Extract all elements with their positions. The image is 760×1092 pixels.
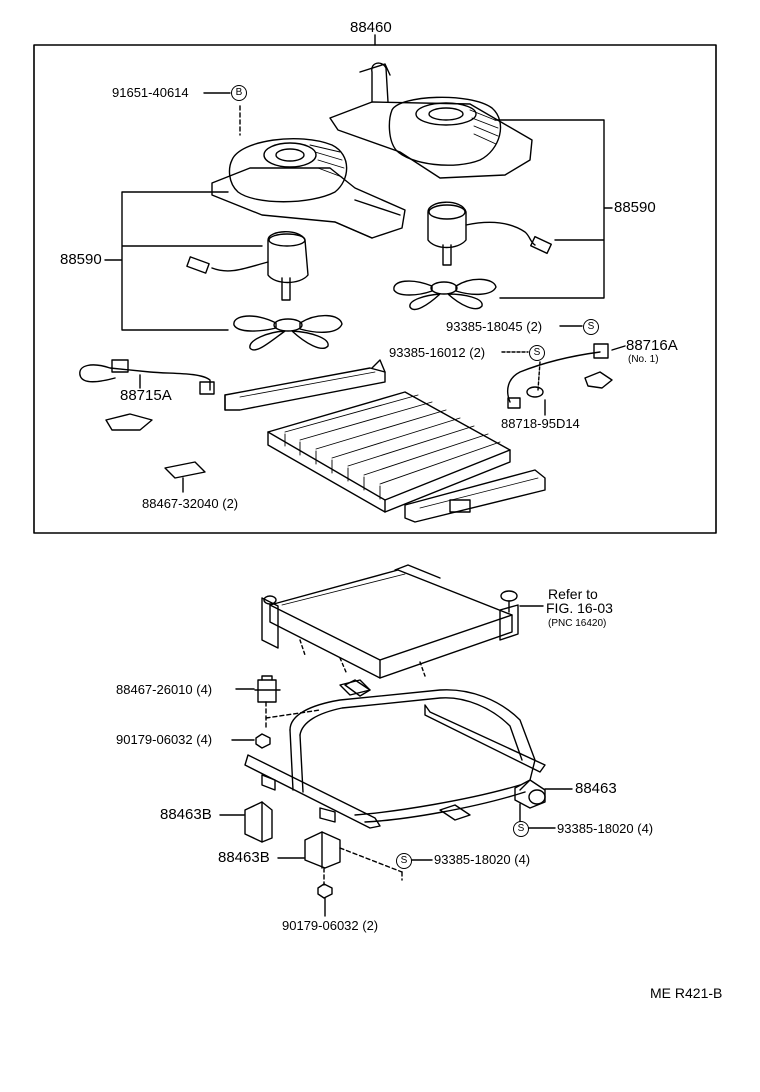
right-blower-housing <box>329 62 533 179</box>
fan-left-label: 88590 <box>60 251 102 268</box>
screw-18045-label: 93385-18045 (2) <box>446 319 543 334</box>
upper-rail <box>224 359 386 411</box>
left-motor <box>186 231 309 301</box>
nut-06032-4-label: 90179-06032 (4) <box>116 732 213 747</box>
nut-06032-2 <box>317 883 333 917</box>
bracket-b2-label: 88463B <box>218 849 270 866</box>
assembly-box <box>33 44 717 534</box>
screw-18020-a-label: 93385-18020 (4) <box>557 821 654 836</box>
badge-s-icon: S <box>513 821 529 837</box>
sensor-no-label: (No. 1) <box>628 354 659 365</box>
sensor-label: 88716A <box>626 337 678 354</box>
pad-32040 <box>164 461 206 493</box>
badge-b-icon: B <box>231 85 247 101</box>
harness-label: 88715A <box>120 387 172 404</box>
nut-06032-2-label: 90179-06032 (2) <box>282 918 379 933</box>
pnc-ref-label: (PNC 16420) <box>548 618 607 629</box>
badge-s-icon: S <box>583 319 599 335</box>
right-sensor <box>507 343 613 409</box>
fan-left-bracket <box>104 191 263 331</box>
left-fan <box>233 314 343 351</box>
right-fan <box>393 278 497 311</box>
evaporator-core <box>267 391 511 513</box>
bracket-b1-label: 88463B <box>160 806 212 823</box>
screw-18020-b-label: 93385-18020 (4) <box>434 852 531 867</box>
bracket-88463-label: 88463 <box>575 780 617 797</box>
bracket-b2 <box>277 831 403 886</box>
bracket-frame <box>244 679 573 829</box>
bracket-b1 <box>219 801 273 843</box>
left-blower-housing <box>211 138 406 239</box>
lower-rail <box>404 469 546 523</box>
pad-32040-label: 88467-32040 (2) <box>142 496 239 511</box>
screw-16012-label: 93385-16012 (2) <box>389 345 486 360</box>
right-motor <box>427 201 552 266</box>
badge-s-icon: S <box>529 345 545 361</box>
fig-ref-label: FIG. 16-03 <box>546 600 613 616</box>
assembly-label: 88460 <box>350 19 392 36</box>
badge-s-icon: S <box>396 853 412 869</box>
fan-right-label: 88590 <box>614 199 656 216</box>
mount-26010 <box>235 675 321 731</box>
nut-06032-4 <box>231 733 271 749</box>
mount-26010-label: 88467-26010 (4) <box>116 682 213 697</box>
clamp-label: 88718-95D14 <box>501 416 580 431</box>
reference-code: ME R421-B <box>650 985 723 1001</box>
refer-to-label: Refer to <box>548 586 598 602</box>
left-harness <box>79 359 215 431</box>
condenser <box>261 564 519 697</box>
fan-right-bracket <box>494 119 613 299</box>
bolt-b-label: 91651-40614 <box>112 85 189 100</box>
